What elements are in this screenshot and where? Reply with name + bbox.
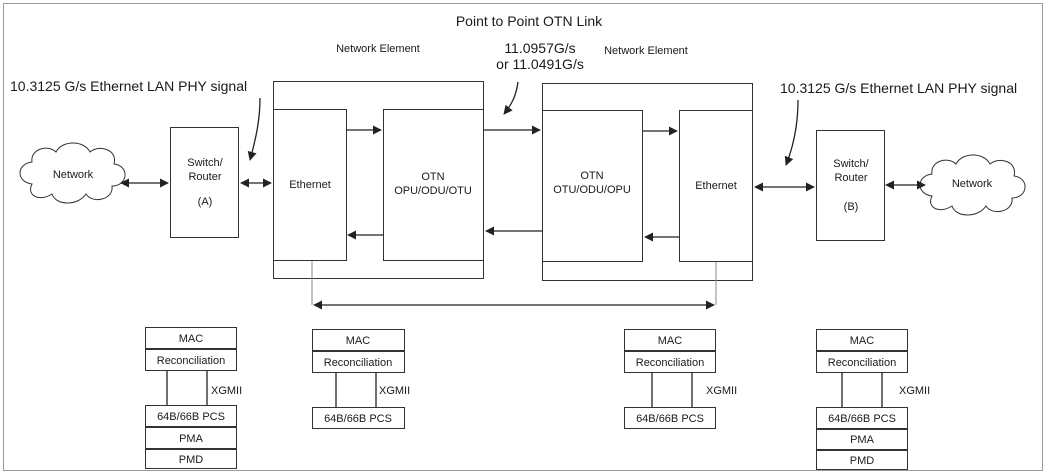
ne-left-ethernet-label: Ethernet xyxy=(289,179,331,191)
router-a-line1: Switch/ xyxy=(187,157,223,169)
stack-b-reconciliation: Reconciliation xyxy=(324,357,392,369)
stack-b-pcs: 64B/66B PCS xyxy=(324,413,392,425)
layer-stack-ne-right: MAC Reconciliation XGMII 64B/66B PCS xyxy=(624,329,737,429)
router-b-line2: Router xyxy=(834,172,867,184)
network-element-right: Network Element OTN OTU/ODU/OPU Ethernet xyxy=(542,45,753,281)
ne-left-otn-box xyxy=(383,109,484,261)
stack-d-reconciliation: Reconciliation xyxy=(828,357,896,369)
stack-c-xgmii: XGMII xyxy=(706,385,737,397)
stack-d-pcs: 64B/66B PCS xyxy=(828,413,896,425)
stack-b-xgmii: XGMII xyxy=(379,385,410,397)
stack-a-pma: PMA xyxy=(179,433,204,445)
layer-stack-a: MAC Reconciliation XGMII 64B/66B PCS PMA… xyxy=(145,327,242,469)
stack-a-mac: MAC xyxy=(179,333,204,345)
signal-pointer-left xyxy=(247,97,261,161)
router-b-line1: Switch/ xyxy=(833,158,869,170)
switch-router-b: Switch/ Router (B) xyxy=(816,130,885,241)
router-a-line2: Router xyxy=(188,171,221,183)
signal-pointer-right xyxy=(784,99,799,166)
rate-pointer-arrow xyxy=(503,81,519,115)
stack-d-pma: PMA xyxy=(850,434,875,446)
network-cloud-right: Network xyxy=(919,154,1026,216)
ne-right-ethernet-box xyxy=(679,110,753,262)
ne-right-ethernet-label: Ethernet xyxy=(695,180,737,192)
ne-right-otn-box xyxy=(542,110,643,262)
rate-label-line1: 11.0957G/s xyxy=(504,40,575,56)
ne-left-label: Network Element xyxy=(336,43,420,55)
signal-label-right: 10.3125 G/s Ethernet LAN PHY signal xyxy=(780,80,1017,96)
network-element-left: Network Element Ethernet OTN OPU/ODU/OTU xyxy=(273,43,484,279)
switch-router-a: Switch/ Router (A) xyxy=(170,127,239,238)
ne-left-ethernet-box xyxy=(273,109,347,261)
frame xyxy=(3,3,1043,471)
layer-stack-b: MAC Reconciliation XGMII 64B/66B PCS PMA… xyxy=(816,329,930,470)
stack-a-reconciliation: Reconciliation xyxy=(157,355,225,367)
stack-d-mac: MAC xyxy=(850,335,875,347)
signal-label-left: 10.3125 G/s Ethernet LAN PHY signal xyxy=(10,78,247,94)
layer-stack-ne-left: MAC Reconciliation XGMII 64B/66B PCS xyxy=(312,329,410,429)
router-a-line3: (A) xyxy=(198,196,213,208)
stack-a-pcs: 64B/66B PCS xyxy=(157,411,225,423)
diagram-title: Point to Point OTN Link xyxy=(456,13,603,29)
network-left-label: Network xyxy=(53,169,94,181)
stack-d-pmd: PMD xyxy=(850,455,875,467)
ne-right-otn-line1: OTN xyxy=(580,170,603,182)
ne-right-otn-line2: OTU/ODU/OPU xyxy=(553,184,631,196)
stack-a-xgmii: XGMII xyxy=(211,385,242,397)
stack-b-mac: MAC xyxy=(346,335,371,347)
network-cloud-left: Network xyxy=(19,142,126,204)
rate-label-line2: or 11.0491G/s xyxy=(496,56,584,72)
stack-d-xgmii: XGMII xyxy=(899,385,930,397)
network-right-label: Network xyxy=(952,178,993,190)
ne-left-otn-line2: OPU/ODU/OTU xyxy=(394,185,472,197)
stack-c-mac: MAC xyxy=(658,335,683,347)
stack-c-pcs: 64B/66B PCS xyxy=(636,413,704,425)
stack-c-reconciliation: Reconciliation xyxy=(636,357,704,369)
router-b-line3: (B) xyxy=(844,201,859,213)
ne-left-otn-line1: OTN xyxy=(421,171,444,183)
ne-right-label: Network Element xyxy=(604,45,688,57)
stack-a-pmd: PMD xyxy=(179,454,204,466)
